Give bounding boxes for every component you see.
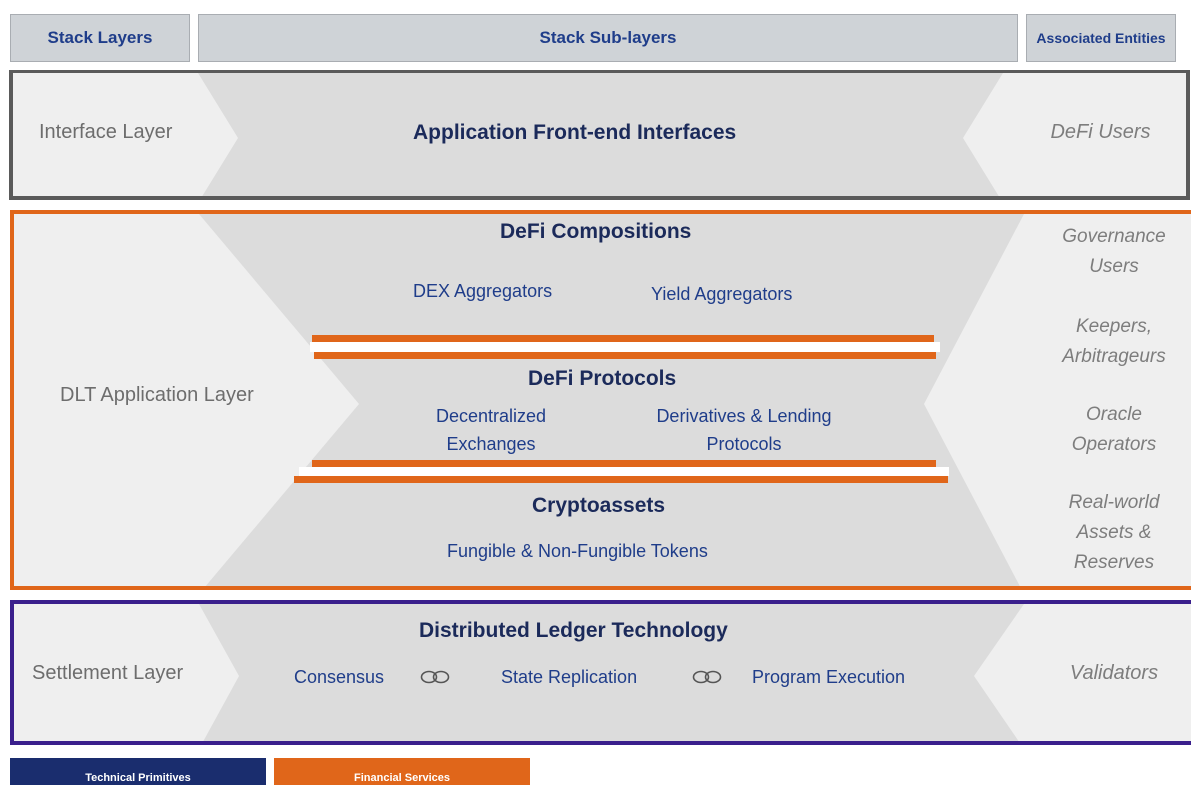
dlt-application-layer-background xyxy=(199,214,1024,586)
settlement-layer-background xyxy=(199,604,1024,741)
chain-link-icon xyxy=(418,668,452,691)
dex-aggregators-label: DEX Aggregators xyxy=(413,281,553,301)
consensus-label: Consensus xyxy=(294,667,385,687)
yield-aggregators-label: Yield Aggregators xyxy=(651,284,793,304)
settlement-layer-label: Settlement Layer xyxy=(32,662,184,684)
defi-protocols-title: DeFi Protocols xyxy=(528,367,677,390)
defi-compositions-title: DeFi Compositions xyxy=(500,220,692,243)
keepers-arbitrageurs-entity: Keepers, Arbitrageurs xyxy=(1062,316,1166,367)
stack-layers-header: Stack Layers xyxy=(10,14,190,62)
financial-services-legend: Financial Services xyxy=(274,758,530,785)
interface-layer-title: Application Front-end Interfaces xyxy=(413,121,737,144)
governance-users-entity: Governance Users xyxy=(1062,226,1166,277)
cryptoassets-title: Cryptoassets xyxy=(532,494,666,517)
derivatives-lending-protocols-label: Derivatives & Lending Protocols xyxy=(656,406,832,454)
interface-layer: Interface Layer Application Front-end In… xyxy=(9,70,1190,200)
associated-entities-header: Associated Entities xyxy=(1026,14,1176,62)
interface-layer-label: Interface Layer xyxy=(39,121,173,143)
chain-link-icon xyxy=(690,668,724,691)
program-execution-label: Program Execution xyxy=(752,667,906,687)
decentralized-exchanges-label: Decentralized Exchanges xyxy=(435,406,547,454)
interface-layer-background xyxy=(198,73,1003,196)
defi-users-entity: DeFi Users xyxy=(1050,121,1151,143)
settlement-layer-title: Distributed Ledger Technology xyxy=(419,619,728,642)
validators-entity: Validators xyxy=(1069,662,1159,684)
state-replication-label: State Replication xyxy=(501,667,638,687)
dlt-application-layer-label: DLT Application Layer xyxy=(60,384,254,406)
dlt-application-layer: DLT Application Layer DeFi Compositions … xyxy=(10,210,1191,590)
protocols-top-separator-bar xyxy=(314,352,936,359)
oracle-operators-entity: Oracle Operators xyxy=(1071,404,1157,455)
real-world-assets-entity: Real-world Assets & Reserves xyxy=(1068,492,1160,573)
fungible-tokens-label: Fungible & Non-Fungible Tokens xyxy=(447,541,708,561)
settlement-layer: Settlement Layer Distributed Ledger Tech… xyxy=(10,600,1191,745)
technical-primitives-legend: Technical Primitives xyxy=(10,758,266,785)
protocols-bottom-separator-bar xyxy=(312,460,936,467)
cryptoassets-separator-bar xyxy=(294,476,948,483)
compositions-separator-bar xyxy=(312,335,934,342)
stack-sublayers-header: Stack Sub-layers xyxy=(198,14,1018,62)
